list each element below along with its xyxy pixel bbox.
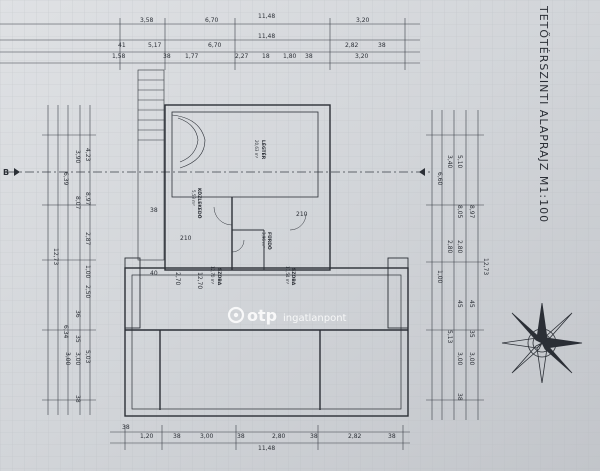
room-szoba-right: SZOBA [290,268,296,286]
watermark: otp ingatlanpont [227,306,347,325]
room-szoba-left: SZOBA [216,268,222,286]
label-210-a: 210 [180,235,192,242]
watermark-suffix: ingatlanpont [283,313,347,324]
label-210-b: 210 [296,211,308,218]
ldim-7: 1,00 [84,265,91,279]
room-szoba-left-area: 12,70 m² [210,266,215,285]
bottom-dimension-labels: 38 1,20 38 3,00 38 2,80 38 2,82 38 11,48 [122,424,396,452]
label-2-70: 2,70 [174,272,181,286]
dim-3-20-b: 3,20 [355,53,369,60]
bdim-38-e: 38 [388,433,396,440]
bdim-38-c: 38 [237,433,245,440]
dim-1-80: 1,80 [283,53,297,60]
bdim-1-20: 1,20 [140,433,154,440]
dim-38-b: 38 [163,53,171,60]
rdim-0: 5,10 [456,155,463,169]
ldim-2: 6,39 [62,172,69,186]
ldim-1: 3,90 [74,150,81,164]
label-38: 38 [150,207,158,214]
room-kozlekedo-area: 5,53 m² [191,190,196,206]
room-furdo-area: 3,96 m² [261,232,266,248]
ldim-10: 6,34 [62,325,69,339]
rdim-3: 8,97 [468,205,475,219]
top-dimension-labels: 3,58 6,70 11,48 3,20 11,48 41 5,17 6,70 … [112,13,386,60]
rdim-10: 45 [468,300,475,308]
ldim-4: 8,07 [74,196,81,210]
rdim-11: 5,13 [446,330,453,344]
rdim-7: 2,80 [446,240,453,254]
bdim-38-b: 38 [173,433,181,440]
room-labels: LÉGTÉR 20,63 m² KÖZLEKEDŐ 5,53 m² SZOBA … [191,140,296,286]
ldim-14: 5,03 [84,350,91,364]
bdim-38-a: 38 [122,424,130,431]
ldim-11: 35 [74,335,81,343]
left-dimension-labels: 4,23 3,90 6,39 8,97 8,07 12,73 2,87 1,00… [52,148,91,403]
room-kozlekedo: KÖZLEKEDŐ [196,188,203,219]
right-dimension-labels: 5,10 3,40 6,60 8,97 8,05 12,73 2,80 2,80… [436,155,489,401]
rdim-6: 2,80 [456,240,463,254]
rdim-2: 6,60 [436,172,443,186]
dim-41: 41 [118,42,126,49]
ldim-6: 2,87 [84,232,91,246]
watermark-brand: otp [247,306,277,325]
dim-11-48-a: 11,48 [258,13,275,20]
label-12-70: 12,70 [196,272,203,289]
rdim-1: 3,40 [446,155,453,169]
ldim-5: 12,73 [52,248,59,265]
dim-3-58: 3,58 [140,17,154,24]
dim-5-17: 5,17 [148,42,162,49]
section-arrow-right [419,168,425,176]
rdim-12: 3,00 [456,352,463,366]
misc-plan-labels: 2,70 210 210 12,70 38 40 [150,207,308,289]
rdim-9: 45 [456,300,463,308]
door-swings [213,206,307,253]
rdim-8: 1,00 [436,270,443,284]
building-walls [124,104,409,417]
compass-rose-icon [501,302,583,384]
section-arrow-left [14,168,20,176]
dim-38-a: 38 [378,42,386,49]
section-marker-b: B [3,168,9,177]
dim-6-70-b: 6,70 [208,42,222,49]
dim-11-48-b: 11,48 [258,33,275,40]
room-szoba-right-area: 11,54 m² [285,266,290,285]
room-furdo: FÜRDŐ [266,232,273,250]
drawing-title: TETŐTÉRSZINTI ALAPRAJZ M1:100 [537,5,551,223]
dim-1-58: 1,58 [112,53,126,60]
watermark-logo-icon [227,306,245,324]
ldim-13: 3,00 [64,352,71,366]
bottom-dimension-lines [110,425,410,450]
dim-3-20-a: 3,20 [356,17,370,24]
ldim-8: 2,50 [84,285,91,299]
ldim-15: 38 [74,395,81,403]
ldim-0: 4,23 [84,148,91,162]
bdim-2-80: 2,80 [272,433,286,440]
bdim-11-48: 11,48 [258,445,275,452]
rdim-13: 3,00 [468,352,475,366]
dim-38-c: 38 [305,53,313,60]
rdim-4: 8,05 [456,205,463,219]
bdim-38-d: 38 [310,433,318,440]
rdim-5: 12,73 [482,258,489,275]
ldim-12: 3,00 [74,352,81,366]
dim-1-77: 1,77 [185,53,199,60]
room-legter-area: 20,63 m² [254,140,259,159]
bdim-3-00: 3,00 [200,433,214,440]
ldim-3: 8,97 [84,192,91,206]
bdim-2-82: 2,82 [348,433,362,440]
top-dimension-lines [0,18,420,70]
dim-6-70-a: 6,70 [205,17,219,24]
dim-18: 18 [262,53,270,60]
rdim-15: 38 [456,393,463,401]
staircase [137,69,206,261]
ldim-9: 36 [74,310,81,318]
side-dimension-lines [42,105,484,420]
label-40: 40 [150,270,158,277]
rdim-14: 35 [468,330,475,338]
dim-2-27: 2,27 [235,53,249,60]
room-legter: LÉGTÉR [260,140,268,160]
dim-2-82: 2,82 [345,42,359,49]
